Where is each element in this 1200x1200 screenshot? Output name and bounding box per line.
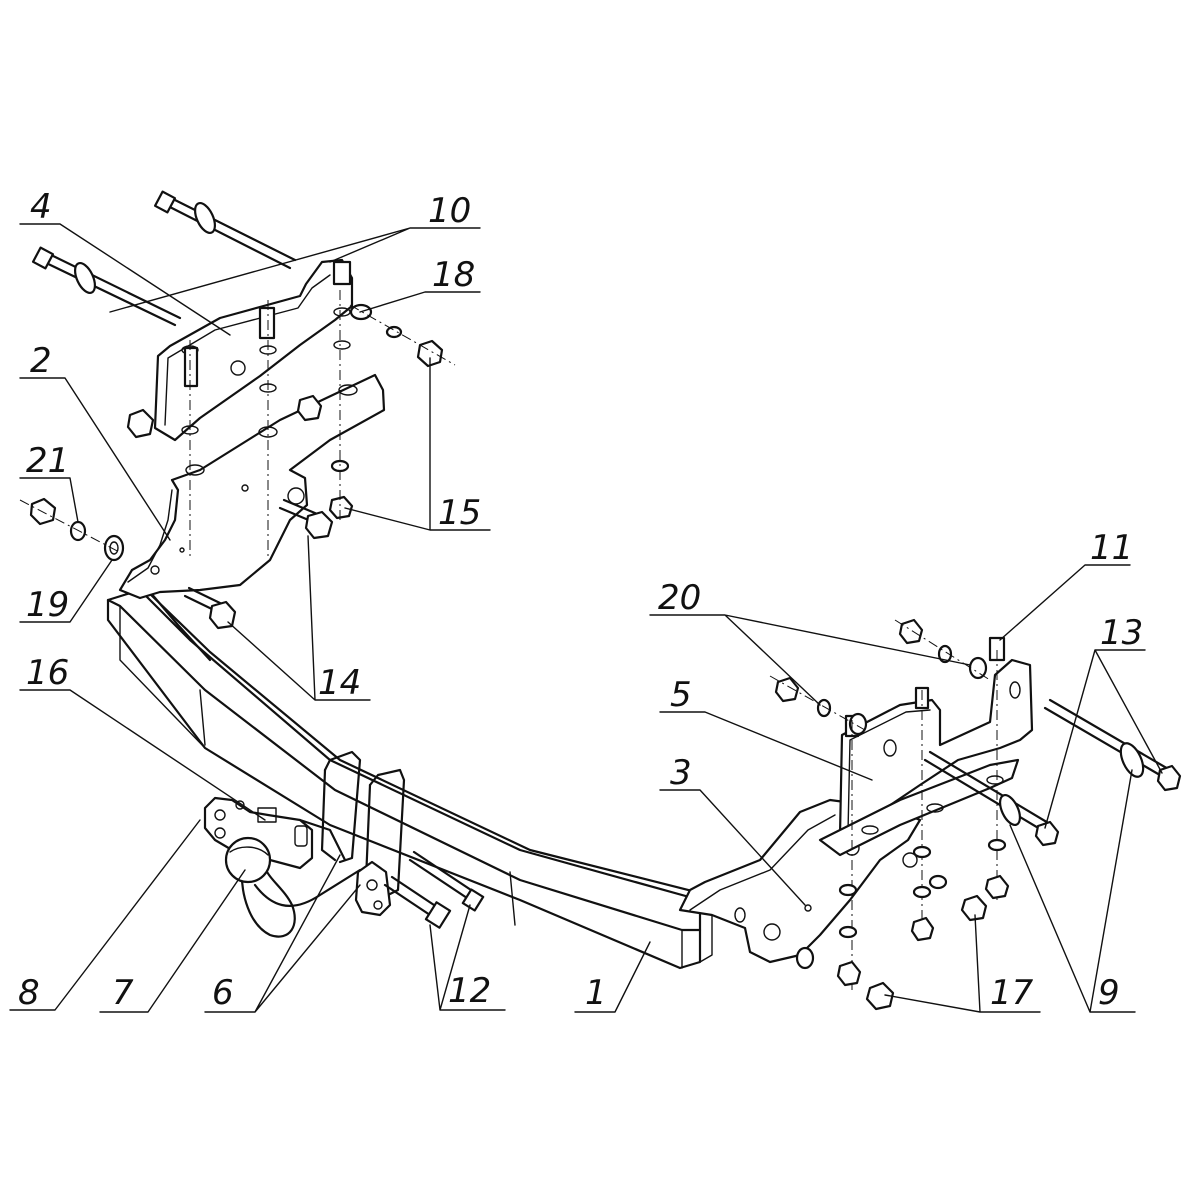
callout-15: 15 <box>438 493 481 533</box>
fasteners-21-19 <box>19 497 126 562</box>
callout-12: 12 <box>448 971 491 1011</box>
callout-1: 1 <box>585 973 607 1013</box>
callout-17: 17 <box>990 973 1034 1013</box>
callout-8: 8 <box>18 973 40 1013</box>
callout-3: 3 <box>670 753 692 793</box>
callout-2: 2 <box>30 341 52 381</box>
callout-10: 10 <box>428 191 471 231</box>
right-upper-plate <box>818 658 1034 857</box>
callout-18: 18 <box>432 255 475 295</box>
bolt-set-12 <box>383 850 485 929</box>
bolts-13-9 <box>923 698 1182 847</box>
callout-19: 19 <box>26 585 69 625</box>
callout-11: 11 <box>1090 528 1133 568</box>
callout-14: 14 <box>318 663 361 703</box>
callout-13: 13 <box>1100 613 1143 653</box>
callout-21: 21 <box>26 441 69 481</box>
callout-5: 5 <box>670 675 692 715</box>
left-side-bracket <box>118 373 386 600</box>
tow-ball-assembly <box>203 796 392 938</box>
long-bolts-10 <box>31 190 352 388</box>
fasteners-18-15 <box>126 290 456 560</box>
callout-labels: 4 10 18 2 15 21 19 14 16 8 7 6 12 1 3 5 … <box>18 187 1143 1013</box>
callout-7: 7 <box>112 973 134 1013</box>
callout-20: 20 <box>658 578 701 618</box>
callout-9: 9 <box>1098 973 1120 1013</box>
leader-lines <box>9 223 1163 1013</box>
callout-6: 6 <box>212 973 234 1013</box>
callout-4: 4 <box>30 187 52 227</box>
cross-beam <box>106 588 714 970</box>
callout-16: 16 <box>26 653 69 693</box>
fasteners-11-20-17 <box>769 618 1010 1011</box>
